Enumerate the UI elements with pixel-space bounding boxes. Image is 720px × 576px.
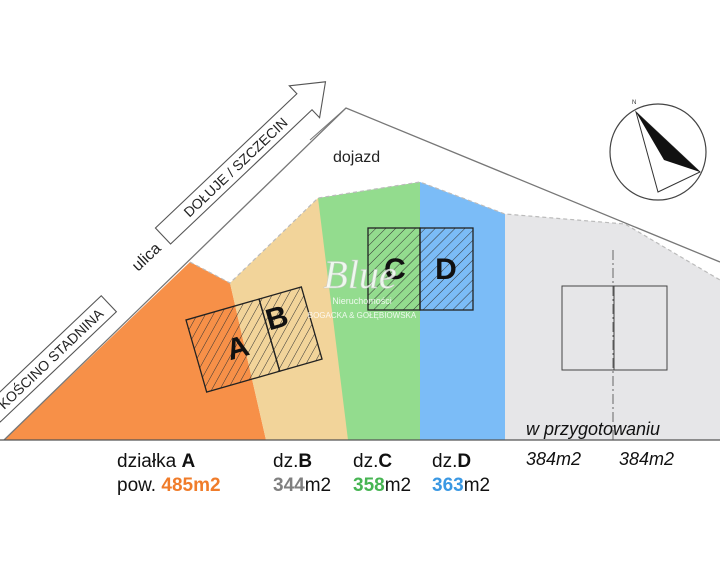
plot-d-area-label: 363m2 — [432, 476, 490, 495]
north-arrow-icon: N — [609, 100, 707, 201]
plot-c-letter: C — [378, 451, 393, 472]
plot-b-area-unit: m2 — [304, 475, 332, 496]
street-label: ulica — [129, 240, 165, 275]
watermark-logo: Blue Nieruchomości BOGACKA & GOŁĘBIOWSKA — [308, 252, 417, 320]
plot-a-area-value: 485m2 — [161, 475, 221, 496]
building-pending — [561, 285, 668, 371]
building-ab: A B — [185, 286, 323, 393]
plot-b-area-value: 344 — [273, 475, 305, 496]
plot-d-area-unit: m2 — [463, 475, 491, 496]
plot-a-prefix: działka — [117, 451, 177, 472]
plot-a-letter: A — [181, 451, 196, 472]
pending-label: w przygotowaniu — [526, 419, 661, 439]
plot-c-area-unit: m2 — [384, 475, 412, 496]
plot-d-letter: D — [457, 451, 472, 472]
plot-c-area-label: 358m2 — [353, 476, 411, 495]
plot-c-prefix: dz. — [353, 451, 379, 472]
plot-d-prefix: dz. — [432, 451, 458, 472]
building-d-letter: D — [435, 253, 457, 286]
svg-text:N: N — [632, 100, 636, 106]
plot-b-name: dz.B — [273, 452, 312, 471]
plot-c-area-value: 358 — [353, 475, 385, 496]
access-road-label: dojazd — [333, 149, 380, 166]
pending-area-1: 384m2 — [526, 449, 582, 469]
plot-b-prefix: dz. — [273, 451, 299, 472]
plot-a-area-label: pow. 485m2 — [117, 476, 221, 495]
access-road-boundary — [189, 181, 720, 284]
plot-b-area-label: 344m2 — [273, 476, 331, 495]
arrow-upper-label: DOŁUJE / SZCZECIN — [180, 114, 290, 220]
plot-d-area — [420, 182, 505, 440]
pending-area-2: 384m2 — [619, 449, 675, 469]
building-c-letter: C — [384, 253, 406, 286]
plot-d-area-value: 363 — [432, 475, 464, 496]
plot-a-name: działka A — [117, 452, 195, 471]
plot-c-name: dz.C — [353, 452, 392, 471]
road-edge-line — [309, 107, 347, 141]
building-cd: C D — [367, 227, 474, 311]
watermark-line1: Nieruchomości — [332, 296, 392, 306]
watermark-brand: Blue — [323, 252, 396, 297]
plot-a-area-prefix: pow. — [117, 475, 157, 496]
plot-a-area — [4, 262, 266, 440]
plot-d-name: dz.D — [432, 452, 471, 471]
watermark-line2: BOGACKA & GOŁĘBIOWSKA — [308, 311, 417, 320]
plot-b-letter: B — [298, 451, 313, 472]
